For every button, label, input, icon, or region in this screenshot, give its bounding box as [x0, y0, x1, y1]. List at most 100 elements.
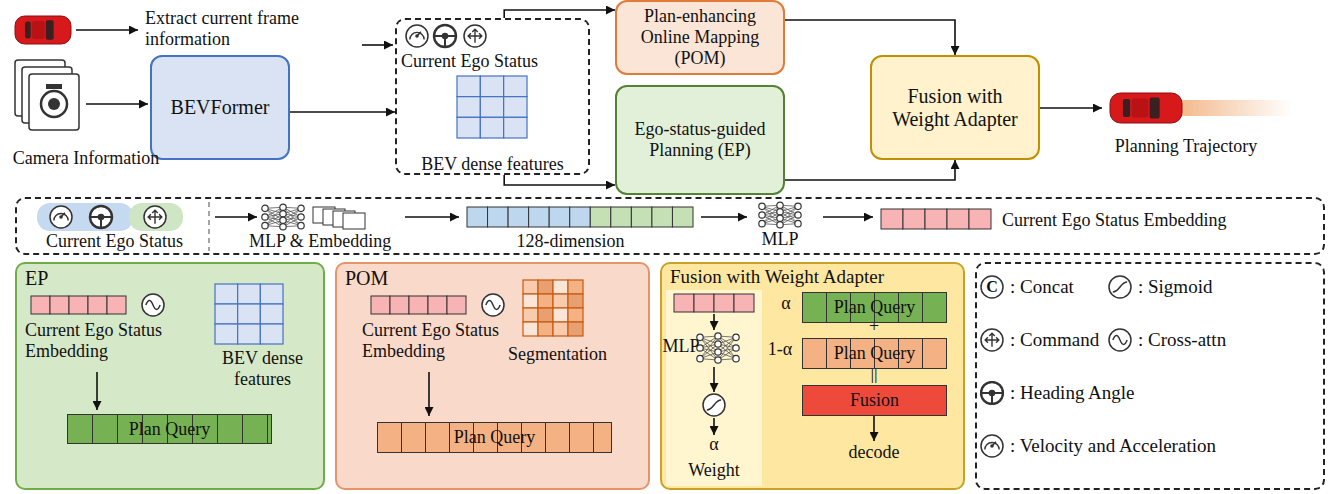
legend-symbol	[1108, 275, 1132, 299]
speedometer-hub	[990, 444, 994, 448]
car-roof	[32, 21, 45, 39]
vector-cell	[903, 209, 925, 229]
steering-spoke	[101, 216, 112, 218]
mlp-neuron	[733, 355, 739, 361]
trajectory-trail	[1180, 100, 1292, 116]
arrow	[713, 367, 715, 392]
grid-cell	[553, 294, 568, 308]
car-body	[1110, 93, 1182, 123]
node-title: BEVFormer	[171, 96, 270, 119]
mlp-neuron	[280, 211, 286, 217]
vector-cell	[508, 207, 529, 227]
cross-attn-wave	[146, 301, 160, 310]
mlp-neuron	[795, 220, 801, 226]
vector-cell	[611, 207, 632, 227]
grid-cell	[568, 322, 583, 336]
grid-cell	[504, 97, 527, 118]
vector-cell	[31, 296, 50, 314]
speedometer-icon	[981, 435, 1003, 457]
legend-text: : Concat	[1010, 276, 1074, 298]
grid-cell	[523, 308, 538, 322]
process-box: Ego-status-guided Planning (EP)	[615, 85, 785, 195]
grid-cell	[538, 280, 553, 294]
vector-cell	[714, 294, 734, 312]
node-title: Current Ego Status	[401, 51, 586, 72]
arrow	[405, 216, 459, 218]
mlp-neuron	[777, 222, 783, 228]
grid-cell	[215, 304, 238, 324]
speedometer-hub	[415, 34, 419, 38]
group-panel: POMCurrent Ego Status EmbeddingSegmentat…	[335, 262, 650, 490]
legend-text: : Velocity and Acceleration	[1010, 435, 1216, 457]
cross-attn-symbol	[142, 294, 164, 316]
mlp-neuron	[262, 222, 268, 228]
vector-cell	[428, 296, 447, 314]
node-title: Plan Query	[454, 427, 535, 448]
arrow	[823, 216, 873, 218]
grid-cell	[260, 324, 283, 344]
cross-attn-symbol	[482, 294, 504, 316]
mlp-neuron	[759, 212, 765, 218]
arrow	[86, 103, 148, 105]
grid-cell	[553, 308, 568, 322]
camera-lens	[41, 91, 67, 117]
grid-cell	[215, 284, 238, 304]
embedding-block	[343, 213, 365, 229]
vector-cell	[674, 294, 694, 312]
node-text: BEV dense features	[205, 348, 320, 389]
vector-cell	[969, 209, 991, 229]
node-text: Current Ego Status Embedding	[25, 320, 195, 361]
grid-cell	[504, 76, 527, 97]
grid-cell	[238, 324, 261, 344]
legend-symbol	[980, 434, 1004, 458]
vector-cell	[88, 296, 107, 314]
output-caption: Planning Trajectory	[1080, 136, 1292, 157]
vector-cell	[549, 207, 570, 227]
mlp-neuron	[262, 205, 268, 211]
mlp-neuron	[298, 214, 304, 220]
connector-arrow	[785, 20, 955, 55]
vector-cell	[69, 296, 88, 314]
grid-cell	[538, 322, 553, 336]
node-text: MLP & Embedding	[249, 231, 404, 252]
speedometer-icon	[50, 206, 72, 228]
legend-text: : Sigmoid	[1138, 276, 1212, 298]
steering-wheel-icon	[981, 382, 1003, 404]
arrow	[76, 29, 138, 31]
sigmoid-curve	[707, 400, 721, 410]
legend-entry: : Cross-attn	[1108, 328, 1226, 352]
node-title: Ego-status-guided Planning (EP)	[625, 119, 775, 160]
grid-cell	[553, 280, 568, 294]
command-pill	[129, 203, 183, 231]
steering-wheel-icon	[90, 206, 112, 228]
arrow	[713, 418, 715, 435]
grid-cell	[260, 284, 283, 304]
process-box: Plan-enhancing Online Mapping (POM)	[615, 0, 785, 75]
arrow	[428, 372, 430, 416]
vector-cell	[50, 296, 69, 314]
command-arrows	[148, 210, 162, 224]
mlp-neuron	[715, 333, 721, 339]
arrow	[701, 216, 747, 218]
mlp-neuron	[777, 209, 783, 215]
arrow	[96, 372, 98, 410]
vector-cell	[652, 207, 673, 227]
vector-cell	[529, 207, 550, 227]
grid-cell	[457, 117, 480, 138]
grid-cell	[238, 284, 261, 304]
mlp-neuron	[777, 202, 783, 208]
grid-cell	[480, 97, 503, 118]
process-box: Plan Query	[67, 414, 272, 444]
connector-arrow	[504, 175, 615, 185]
cross-attn-wave	[1113, 336, 1127, 345]
grid-cell	[504, 117, 527, 138]
panel-illustration	[337, 264, 648, 488]
camera-frame	[29, 74, 79, 130]
grid-cell	[568, 280, 583, 294]
legend-entry: : Heading Angle	[980, 381, 1135, 405]
vector-cell	[390, 296, 409, 314]
grid-cell	[538, 308, 553, 322]
vector-cell	[570, 207, 591, 227]
mlp-neuron	[715, 357, 721, 363]
legend-entry: : Sigmoid	[1108, 275, 1212, 299]
